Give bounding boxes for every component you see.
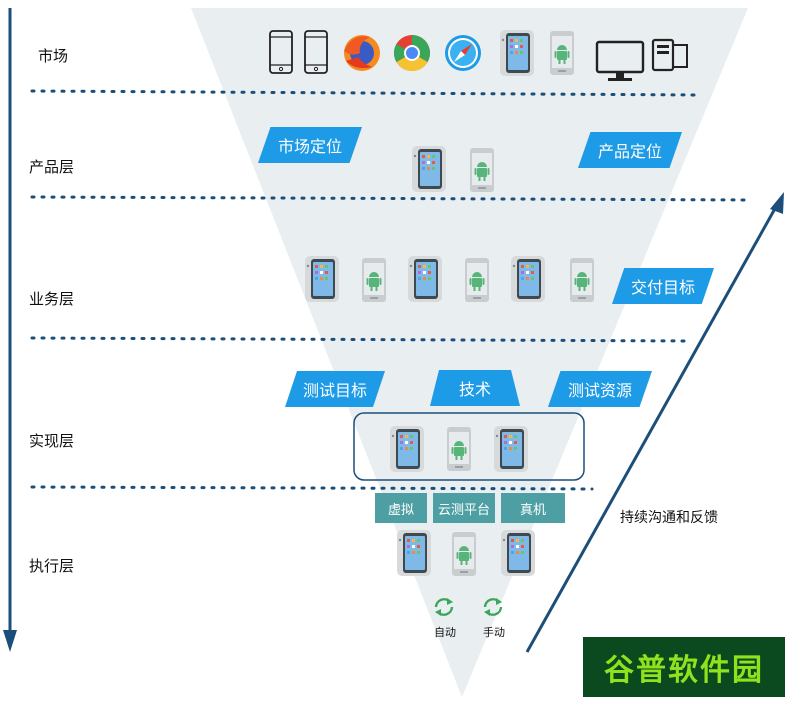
android-phone-icon [362,258,386,302]
android-phone-icon [452,532,476,576]
android-phone-icon [550,31,574,75]
technology-label: 技术 [430,370,520,406]
android-phone-icon [570,258,594,302]
iphone-icon [494,426,528,472]
implementation-box [353,412,585,481]
watermark-logo: 谷普软件园 [583,637,785,697]
feedback-arrowhead [770,192,784,214]
product-positioning-label: 产品定位 [578,132,682,168]
desktop-tower-icon [651,38,688,72]
layer-label-execution: 执行层 [29,557,75,575]
monitor-icon [595,40,645,81]
watermark-text: 谷普软件园 [604,653,764,688]
left-arrowhead [3,630,17,652]
real-device-box: 真机 [501,493,565,523]
separator-4 [30,485,594,491]
chrome-icon [393,34,430,72]
iphone-icon [397,530,431,576]
test-target-label: 测试目标 [285,371,385,407]
feedback-arrow-line [525,204,779,653]
feedback-label: 持续沟通和反馈 [620,510,718,526]
virtual-box: 虚拟 [375,493,427,523]
layer-label-implementation: 实现层 [29,432,75,450]
firefox-icon [344,35,380,71]
separator-2 [30,195,752,202]
iphone-icon [305,256,339,302]
iphone-icon [500,30,534,76]
funnel-shape [191,8,748,697]
safari-icon [445,35,481,71]
layer-label-product: 产品层 [29,158,75,176]
layer-separators [30,89,752,491]
iphone-icon [501,530,535,576]
separator-3 [30,336,692,343]
cloud-test-platform-box: 云测平台 [433,493,495,523]
manual-label: 手动 [483,626,505,639]
android-phone-icon [470,148,494,192]
iphone-icon [511,256,545,302]
delivery-target-label: 交付目标 [612,268,714,304]
separator-1 [30,89,700,97]
auto-label: 自动 [434,626,456,639]
market-positioning-label: 市场定位 [258,127,362,163]
android-phone-icon [465,258,489,302]
android-phone-icon [447,427,471,471]
layer-label-business: 业务层 [29,290,75,308]
iphone-icon [390,426,424,472]
layer-label-market: 市场 [38,47,69,65]
iphone-icon [408,256,442,302]
test-resources-label: 测试资源 [548,371,652,407]
iphone-icon [412,146,446,192]
